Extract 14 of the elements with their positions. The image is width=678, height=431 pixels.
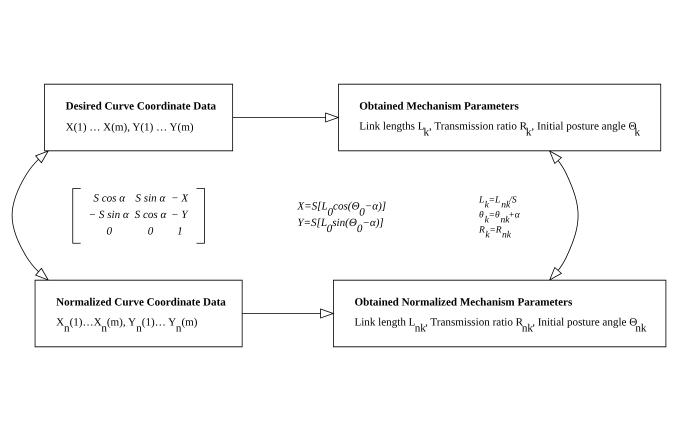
arrow bbox=[548, 150, 578, 281]
node-box: Desired Curve Coordinate Data X(1) … X(m), Y(1) … Y(m) bbox=[44, 84, 234, 152]
arrow bbox=[12, 150, 50, 281]
label: 1 bbox=[177, 226, 183, 238]
label: − S sin α bbox=[88, 209, 129, 222]
label: 0 bbox=[148, 226, 154, 238]
label: S cos α bbox=[134, 209, 166, 222]
arrow bbox=[232, 112, 340, 122]
arrow bbox=[242, 308, 334, 318]
label: S sin α bbox=[135, 192, 166, 204]
label: − Y bbox=[171, 209, 188, 222]
label: S cos α bbox=[93, 192, 126, 204]
label: 0 bbox=[106, 226, 112, 238]
label: − X bbox=[171, 192, 188, 204]
